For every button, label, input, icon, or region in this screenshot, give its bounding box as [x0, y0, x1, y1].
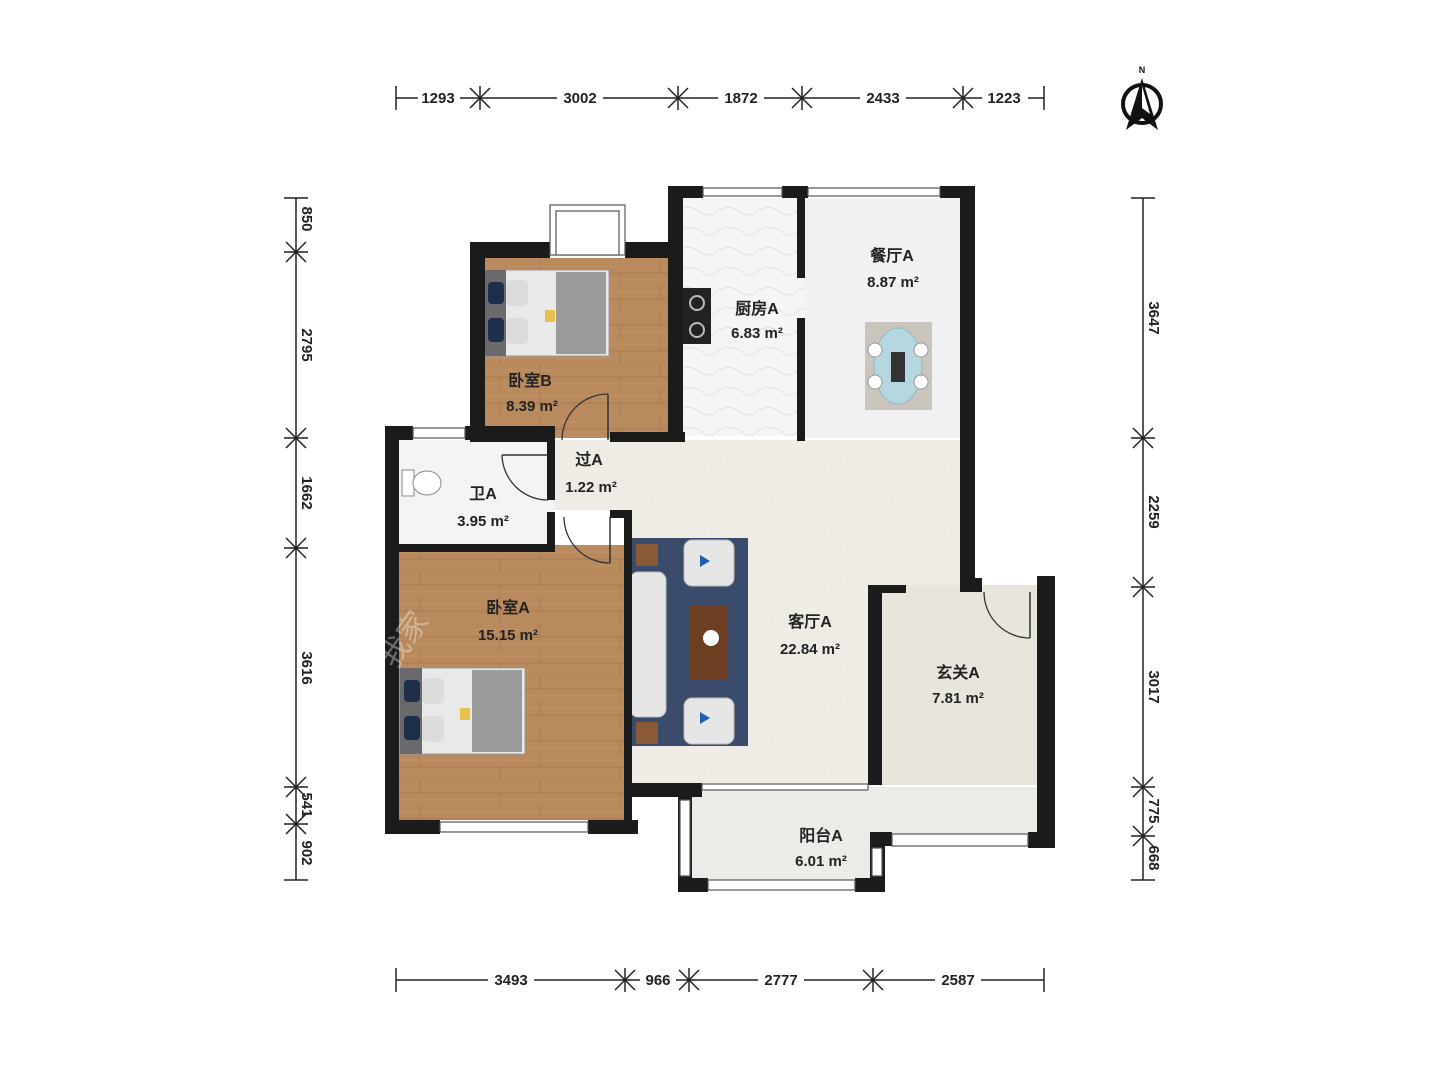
bedroom-a-area: 15.15 m² — [478, 627, 538, 644]
dim-bottom-1: 3493 — [494, 972, 527, 989]
balcony-area: 6.01 m² — [795, 853, 847, 870]
living-sofa-set — [629, 538, 748, 746]
dim-left-1: 850 — [298, 206, 315, 231]
dim-top-3: 1872 — [724, 90, 757, 107]
balcony-floor — [690, 787, 1040, 880]
dim-left: 850 2795 1662 3616 541 902 — [284, 197, 315, 881]
dim-right-4: 775 — [1145, 798, 1162, 823]
dim-right-2: 2259 — [1145, 495, 1162, 528]
stove — [683, 288, 711, 344]
dim-right-5: 668 — [1145, 845, 1162, 870]
bed-a — [399, 667, 526, 755]
dining-name: 餐厅A — [869, 246, 914, 265]
balcony-name: 阳台A — [799, 826, 843, 845]
bedroom-b-area: 8.39 m² — [506, 398, 558, 415]
bathroom-area: 3.95 m² — [457, 513, 509, 530]
dim-left-5: 541 — [298, 792, 315, 817]
doors — [501, 393, 1031, 639]
dim-left-2: 2795 — [298, 328, 315, 361]
dim-top-5: 1223 — [987, 90, 1020, 107]
dim-left-4: 3616 — [298, 651, 315, 684]
corridor-area: 1.22 m² — [565, 479, 617, 496]
dim-bottom: 3493 966 2777 2587 — [395, 968, 1045, 992]
dim-bottom-4: 2587 — [941, 972, 974, 989]
kitchen-area: 6.83 m² — [731, 325, 783, 342]
dim-right-3: 3017 — [1145, 670, 1162, 703]
dim-bottom-3: 2777 — [764, 972, 797, 989]
compass-label: N — [1139, 65, 1146, 75]
living-area: 22.84 m² — [780, 641, 840, 658]
entrance-floor — [878, 585, 1043, 785]
dim-top-2: 3002 — [563, 90, 596, 107]
bedroom-a-name: 卧室A — [486, 598, 530, 617]
toilet — [401, 469, 442, 497]
corridor-name: 过A — [575, 450, 603, 469]
dining-table — [865, 322, 932, 410]
dim-bottom-2: 966 — [645, 972, 670, 989]
dim-left-3: 1662 — [298, 476, 315, 509]
bedroom-b-name: 卧室B — [508, 371, 552, 390]
entrance-name: 玄关A — [936, 663, 980, 682]
windows — [412, 187, 1029, 891]
bed-b — [483, 269, 610, 357]
entrance-area: 7.81 m² — [932, 690, 984, 707]
dim-top: 1293 3002 1872 2433 1223 — [395, 86, 1045, 110]
dim-right-1: 3647 — [1145, 301, 1162, 334]
living-name: 客厅A — [788, 612, 832, 631]
dim-left-6: 902 — [298, 840, 315, 865]
bathroom-name: 卫A — [469, 486, 497, 503]
dim-top-4: 2433 — [866, 90, 899, 107]
kitchen-name: 厨房A — [735, 299, 779, 318]
dining-area: 8.87 m² — [867, 274, 919, 291]
dim-right: 3647 2259 3017 775 668 — [1131, 197, 1162, 881]
dim-top-1: 1293 — [421, 90, 454, 107]
north-arrow-icon: N — [1121, 65, 1163, 130]
